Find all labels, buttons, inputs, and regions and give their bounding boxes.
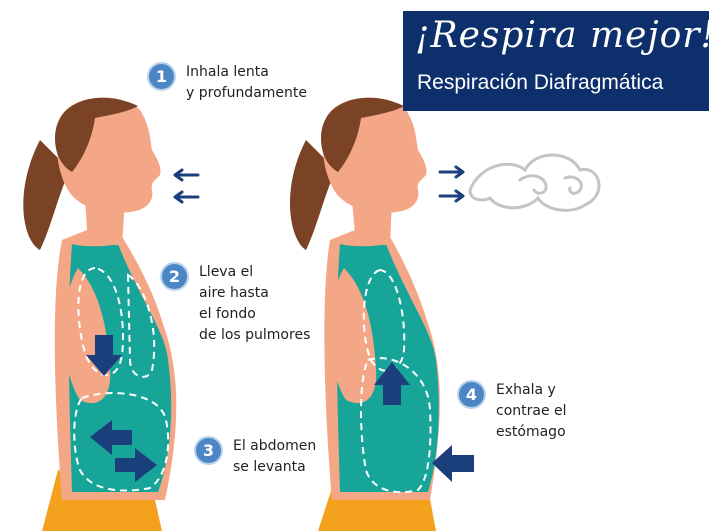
air-in-arrow-icon-2 [173, 190, 200, 204]
lung-outline-left-2 [126, 273, 156, 378]
breath-cloud-icon [468, 153, 601, 212]
arrow-left-icon [90, 420, 132, 455]
arrow-right-icon [115, 448, 157, 482]
banner-subtitle: Respiración Diafragmática [417, 71, 664, 94]
air-out-arrow-icon-2 [438, 189, 465, 203]
abdomen-outline-right [360, 357, 432, 494]
step-1-text: Inhala lenta y profundamente [186, 64, 308, 101]
step-3: 3 El abdomen se levanta [194, 436, 316, 478]
step-2-badge: 2 [160, 262, 189, 291]
step-4: 4 Exhala y contrae el estómago [457, 380, 567, 443]
step-2-text: Lleva el aire hasta el fondo de los pulm… [199, 264, 311, 343]
arrow-push-left-icon [432, 445, 474, 482]
hair-right-top [321, 97, 404, 172]
abdomen-outline-left [73, 392, 170, 492]
air-in-arrow-icon [173, 168, 200, 182]
lung-outline-left [77, 266, 124, 377]
step-3-text: El abdomen se levanta [233, 438, 317, 475]
step-1-badge: 1 [147, 62, 176, 91]
step-4-badge: 4 [457, 380, 486, 409]
arrow-up-icon [374, 362, 410, 405]
step-4-text: Exhala y contrae el estómago [496, 382, 567, 440]
hair-left-back [23, 140, 70, 250]
woman-exhaling-figure [290, 97, 601, 531]
step-1: 1 Inhala lenta y profundamente [147, 62, 307, 104]
hair-left-top [55, 97, 138, 172]
hair-right-back [290, 140, 336, 250]
step-3-badge: 3 [194, 436, 223, 465]
air-out-arrow-icon [438, 165, 465, 179]
woman-inhaling-figure [23, 97, 200, 531]
lung-outline-right [362, 268, 406, 373]
arrow-down-icon [86, 335, 122, 376]
title-banner: ¡Respira mejor! Respiración Diafragmátic… [403, 11, 709, 111]
step-2: 2 Lleva el aire hasta el fondo de los pu… [160, 262, 310, 346]
banner-title: ¡Respira mejor! [415, 15, 709, 56]
